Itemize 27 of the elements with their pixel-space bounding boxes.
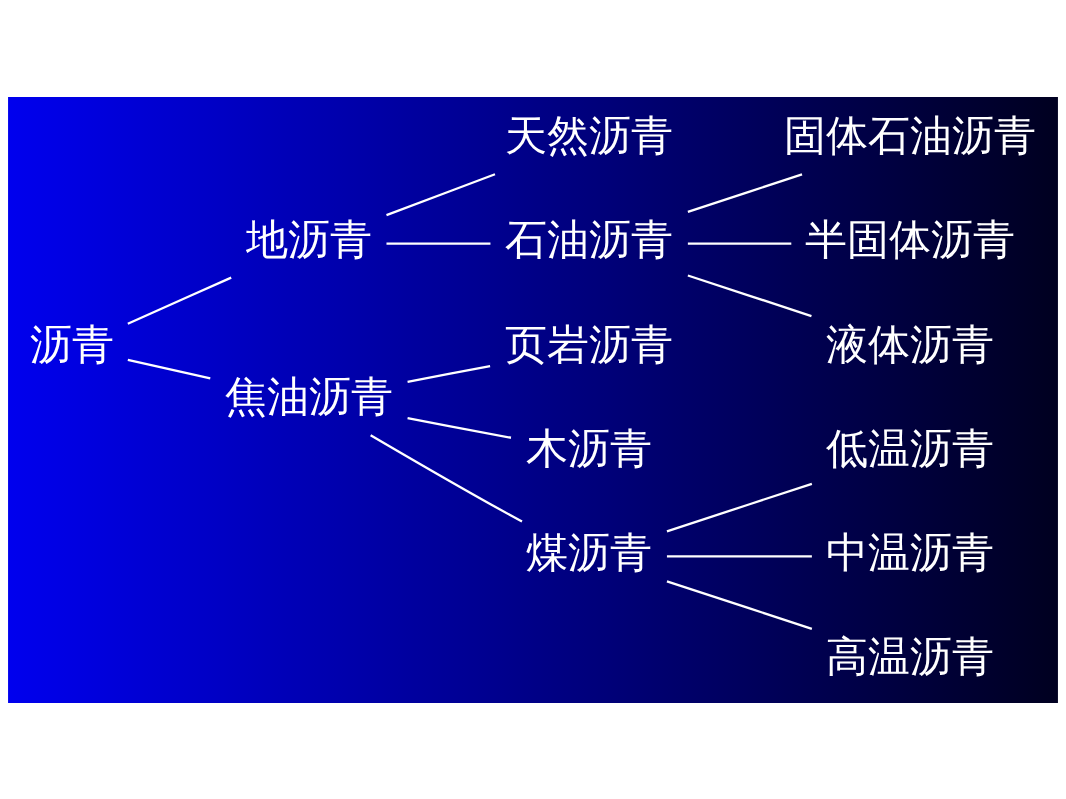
node-text: 中温沥青 <box>826 527 995 577</box>
node-text: 沥青 <box>29 319 114 369</box>
connector <box>407 416 512 439</box>
connector <box>127 276 232 325</box>
node-text: 页岩沥青 <box>504 319 673 369</box>
connector <box>687 172 803 213</box>
connector <box>666 482 813 532</box>
node-text: 低温沥青 <box>826 423 995 473</box>
connector <box>386 242 491 245</box>
connector <box>127 358 211 379</box>
connector <box>386 172 496 216</box>
connector <box>666 579 813 630</box>
connector <box>687 242 792 245</box>
node-text: 天然沥青 <box>504 110 673 160</box>
connector <box>370 433 523 523</box>
node-text: 固体石油沥青 <box>784 110 1037 160</box>
connector <box>407 364 491 383</box>
connector <box>687 273 812 317</box>
node-text: 焦油沥青 <box>225 371 394 421</box>
node-text: 木沥青 <box>525 423 652 473</box>
node-text: 煤沥青 <box>525 527 652 577</box>
connector <box>666 554 812 557</box>
node-text: 液体沥青 <box>826 319 995 369</box>
node-text: 高温沥青 <box>826 631 995 681</box>
node-text: 石油沥青 <box>504 214 673 264</box>
node-text: 半固体沥青 <box>805 214 1016 264</box>
node-text: 地沥青 <box>246 214 373 264</box>
